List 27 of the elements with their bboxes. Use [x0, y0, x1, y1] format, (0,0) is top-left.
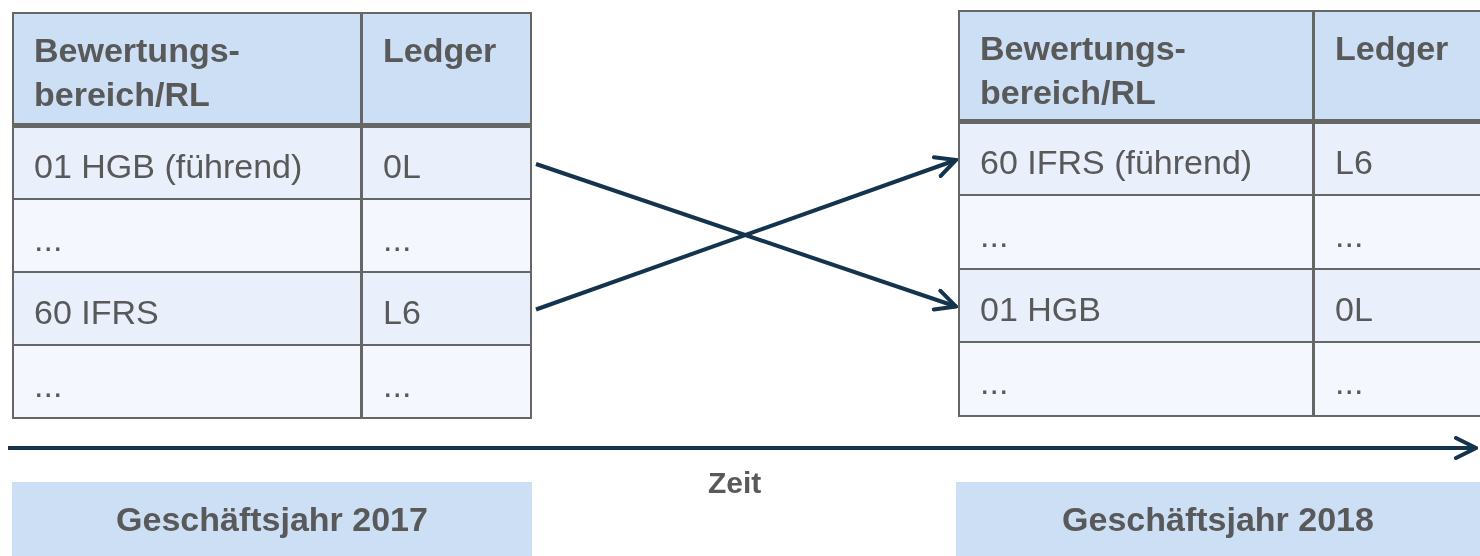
table-row [12, 200, 532, 273]
ledger-code: 0L [382, 146, 422, 187]
ledger-code: L6 [382, 291, 422, 333]
ledger-code: L6 [1334, 142, 1374, 183]
column-header: Ledger [1334, 28, 1450, 69]
table-row [958, 270, 1480, 343]
ledger-code: ... [382, 218, 413, 260]
table-header-row [958, 10, 1480, 124]
table-row [958, 343, 1480, 417]
column-header: Bewertungs- bereich/RL [14, 14, 363, 123]
table-header-row [12, 12, 532, 128]
table-row [958, 196, 1480, 270]
axis-label: Zeit [708, 466, 762, 500]
table-row [958, 124, 1480, 196]
ledger-code: ... [382, 364, 413, 406]
column-header: Bewertungs- bereich/RL [960, 12, 1315, 119]
ledger-code: ... [1334, 362, 1365, 403]
table-row [12, 346, 532, 419]
table-row [12, 128, 532, 200]
column-header: Ledger [382, 30, 498, 71]
valuation-area-text: ... [960, 343, 1315, 415]
valuation-area-text: ... [14, 346, 363, 417]
year-banner: Geschäftsjahr 2018 [956, 482, 1480, 556]
table-row [12, 273, 532, 346]
ledger-code: ... [1334, 215, 1365, 256]
year-banner: Geschäftsjahr 2017 [12, 482, 532, 556]
ledger-code: 0L [1334, 288, 1374, 330]
